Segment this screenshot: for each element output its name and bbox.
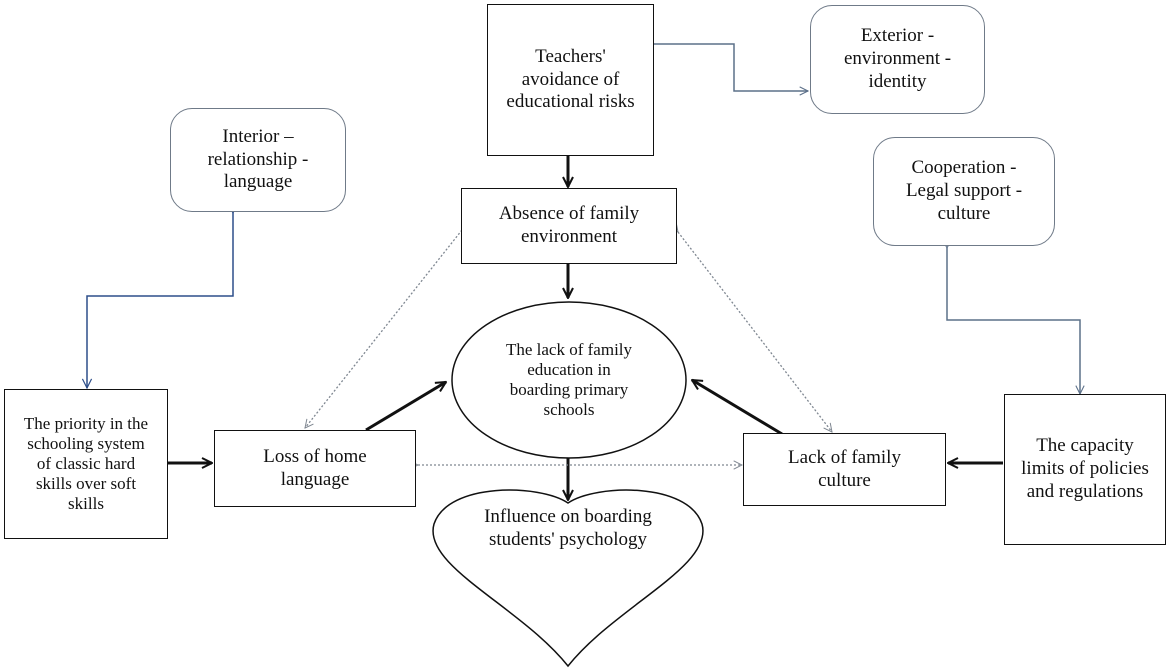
connector-teachers-exterior [654,44,808,91]
node-exterior-text: Exterior - environment - identity [843,25,952,92]
node-priority-text: The priority in the schooling system of … [23,413,149,514]
node-teachers-avoidance: Teachers' avoidance of educational risks [487,4,654,156]
node-cooperation: Cooperation - Legal support - culture [873,137,1055,246]
node-interior: Interior – relationship - language [170,108,346,212]
connector-interior-priority [87,213,233,388]
influence-heart-shape [432,489,704,668]
node-absence-text: Absence of family environment [498,203,640,247]
node-lack-family-culture: Lack of family culture [743,433,946,506]
node-exterior: Exterior - environment - identity [810,5,985,114]
node-capacity-text: The capacity limits of policies and regu… [1021,435,1149,502]
node-priority-hard-skills: The priority in the schooling system of … [4,389,168,539]
node-lack-education-text: The lack of family education in boarding… [505,339,633,420]
lack-education-ellipse [451,301,687,459]
node-absence-family-environment: Absence of family environment [461,188,677,264]
node-loss-home-language: Loss of home language [214,430,416,507]
node-cooperation-text: Cooperation - Legal support - culture [905,157,1023,224]
node-influence-text: Influence on boarding students' psycholo… [484,506,652,550]
node-influence-psychology: Influence on boarding students' psycholo… [452,500,684,558]
node-lack-family-education: The lack of family education in boarding… [474,330,664,430]
connector-cooperation-capacity [947,248,1080,394]
node-interior-text: Interior – relationship - language [207,125,309,193]
node-capacity-limits: The capacity limits of policies and regu… [1004,394,1166,545]
node-teachers-avoidance-text: Teachers' avoidance of educational risks [506,45,635,113]
node-lack-culture-text: Lack of family culture [788,446,901,491]
node-loss-text: Loss of home language [263,445,367,490]
